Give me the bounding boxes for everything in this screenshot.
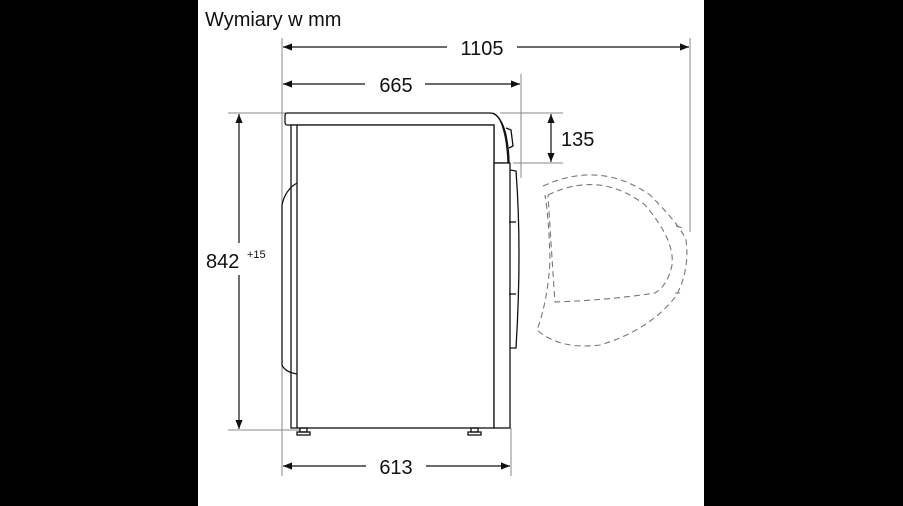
dimension-label-665: 665 [379, 75, 412, 97]
dimension-842: 842 +15 [206, 114, 266, 429]
dimension-label-1105: 1105 [460, 38, 503, 60]
door-swing-outline [536, 174, 688, 347]
dimension-613: 613 [283, 457, 510, 479]
drawing-title: Wymiary w mm [205, 9, 341, 31]
dimension-label-842: 842 [206, 251, 239, 273]
dimension-135: 135 [547, 114, 594, 162]
dimension-label-135: 135 [561, 129, 594, 151]
dimension-label-613: 613 [379, 457, 412, 479]
dryer-side-view [281, 112, 520, 436]
height-tolerance: +15 [247, 249, 266, 261]
dimension-1105: 1105 [283, 38, 689, 60]
dimension-665: 665 [283, 75, 520, 97]
